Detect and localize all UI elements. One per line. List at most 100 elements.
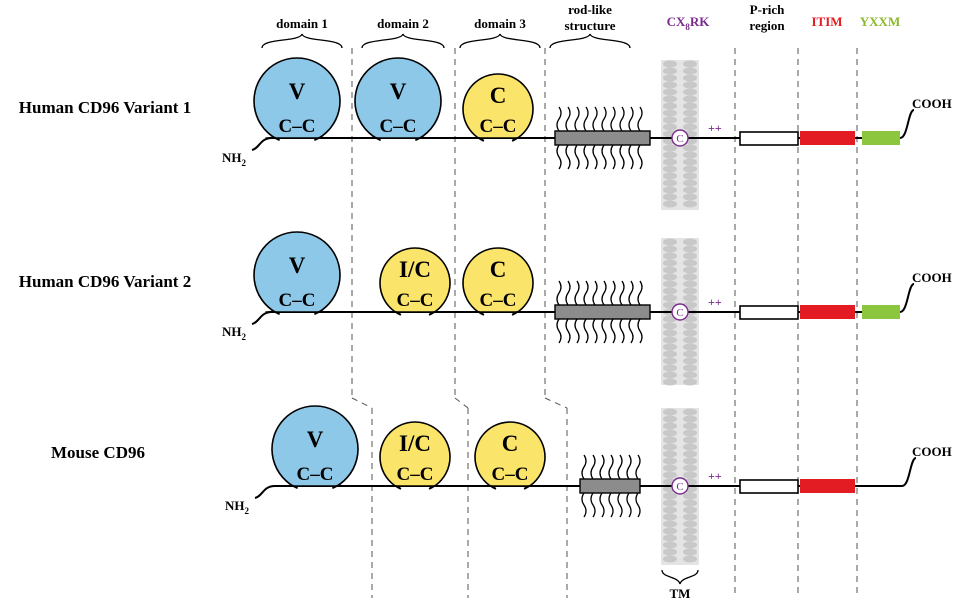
lipid-head	[663, 343, 677, 351]
glycan-chain	[628, 144, 634, 170]
glycan-chain	[556, 318, 562, 344]
lipid-head	[683, 74, 697, 82]
lipid-head	[663, 555, 677, 563]
domain-type-label: V	[289, 79, 306, 104]
lipid-head	[663, 329, 677, 337]
lipid-head	[663, 81, 677, 89]
header-domain-3: domain 3	[474, 16, 526, 31]
lipid-head	[683, 259, 697, 267]
header-brace	[549, 33, 631, 49]
lipid-head	[663, 471, 677, 479]
glycan-chain	[592, 106, 598, 132]
p-rich-region-box	[739, 479, 799, 494]
lipid-head	[663, 151, 677, 159]
protein-row: Human CD96 Variant 1NH2COOHVC–CVC–CCC–CC…	[19, 57, 952, 170]
lipid-head	[663, 534, 677, 542]
lipid-head	[683, 520, 697, 528]
cysteine-mark: C	[676, 133, 683, 145]
lipid-head	[683, 186, 697, 194]
yxxm-box	[862, 305, 900, 319]
lipid-head	[683, 534, 697, 542]
domain-type-label: I/C	[399, 431, 431, 456]
guide-line	[544, 397, 568, 409]
glycan-chain	[556, 280, 562, 306]
lipid-head	[683, 123, 697, 131]
glycan-chain	[592, 318, 598, 344]
rod-like-stalk	[554, 130, 651, 146]
glycan-chain	[637, 144, 643, 170]
lipid-head	[663, 60, 677, 68]
lipid-head	[683, 266, 697, 274]
lipid-head	[683, 527, 697, 535]
cysteine-mark: C	[676, 481, 683, 493]
glycan-chain	[635, 492, 641, 518]
lipid-head	[683, 88, 697, 96]
lipid-head	[683, 422, 697, 430]
glycan-chain	[610, 106, 616, 132]
lipid-head	[683, 457, 697, 465]
lipid-head	[683, 343, 697, 351]
lipid-head	[683, 322, 697, 330]
lipid-head	[683, 371, 697, 379]
lipid-head	[683, 238, 697, 246]
motif-subscript: 8	[685, 22, 690, 32]
header-yxxm: YXXM	[860, 14, 900, 29]
lipid-head	[663, 165, 677, 173]
glycan-chain	[619, 106, 625, 132]
tm-annotation: TM	[661, 569, 699, 601]
domain-type-label: C	[502, 431, 519, 456]
c-terminal-tail	[901, 457, 917, 487]
lipid-head	[663, 116, 677, 124]
lipid-head	[663, 238, 677, 246]
lipid-head	[683, 364, 697, 372]
glycan-chain	[556, 144, 562, 170]
lipid-head	[663, 88, 677, 96]
lipid-head	[663, 158, 677, 166]
domain-type-label: C	[490, 83, 507, 108]
glycan-chain	[637, 106, 643, 132]
n-terminus-main: NH	[225, 498, 245, 513]
glycan-chain	[635, 454, 641, 480]
lipid-head	[683, 200, 697, 208]
lipid-head	[663, 548, 677, 556]
glycan-chain	[601, 144, 607, 170]
lipid-head	[683, 443, 697, 451]
row-label: Human CD96 Variant 2	[19, 272, 191, 291]
glycan-chain	[574, 318, 580, 344]
glycan-chain	[610, 280, 616, 306]
lipid-head	[683, 378, 697, 386]
glycan-chain	[581, 454, 587, 480]
lipid-head	[683, 415, 697, 423]
motif-prefix: CX	[667, 14, 686, 29]
lipid-head	[683, 350, 697, 358]
n-terminus-subscript: 2	[245, 506, 250, 516]
lipid-head	[683, 172, 697, 180]
lipid-head	[683, 109, 697, 117]
tm-brace	[661, 569, 699, 585]
c-terminal-tail	[899, 283, 915, 313]
p-rich-region-box	[739, 305, 799, 320]
lipid-head	[663, 273, 677, 281]
lipid-head	[683, 252, 697, 260]
lipid-head	[663, 245, 677, 253]
lipid-head	[683, 555, 697, 563]
lipid-head	[683, 158, 697, 166]
n-terminus-subscript: 2	[242, 158, 247, 168]
lipid-head	[663, 259, 677, 267]
header-brace	[459, 33, 541, 49]
domain-type-label: I/C	[399, 257, 431, 282]
lipid-head	[683, 357, 697, 365]
rod-like-stalk	[579, 478, 641, 494]
lipid-head	[663, 357, 677, 365]
n-terminus-main: NH	[222, 324, 242, 339]
glycan-chain	[574, 144, 580, 170]
disulfide-bond-label: C–C	[279, 116, 316, 137]
c-terminus-label: COOH	[912, 444, 952, 459]
lipid-head	[663, 74, 677, 82]
lipid-head	[663, 95, 677, 103]
lipid-head	[663, 172, 677, 180]
lipid-head	[683, 541, 697, 549]
domain-type-label: V	[390, 79, 407, 104]
